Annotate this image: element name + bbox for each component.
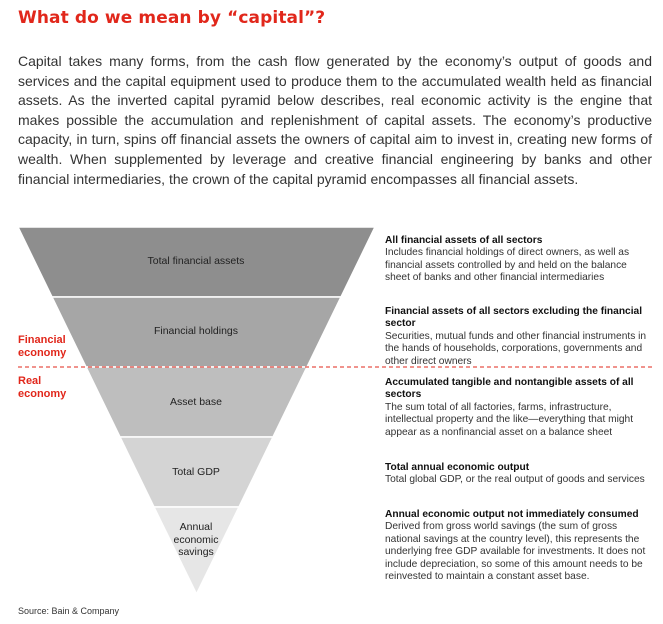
source-note: Source: Bain & Company <box>18 606 120 616</box>
layer-label-total-financial-assets: Total financial assets <box>147 255 245 267</box>
layer-description-1: All financial assets of all sectors Incl… <box>385 235 653 285</box>
financial-economy-text: Financial economy <box>18 334 67 359</box>
layer-text-1: Includes financial holdings of direct ow… <box>385 247 630 284</box>
financial-economy-label: Financial economy <box>18 334 66 360</box>
real-economy-label: Real economy <box>18 375 66 401</box>
layer-label-financial-holdings: Financial holdings <box>153 325 239 337</box>
layer-description-3: Accumulated tangible and nontangible ass… <box>385 377 653 439</box>
page-title: What do we mean by “capital”? <box>18 8 326 28</box>
layer-heading-2: Financial assets of all sectors excludin… <box>385 306 643 330</box>
layer-description-5: Annual economic output not immediately c… <box>385 509 653 583</box>
pyramid-layer-5 <box>152 506 241 596</box>
layer-text-5: Derived from gross world savings (the su… <box>385 521 646 583</box>
layer-label-total-gdp: Total GDP <box>172 466 220 478</box>
layer-label-annual-savings: Annual economic savings <box>173 521 219 558</box>
layer-text-3: The sum total of all factories, farms, i… <box>385 401 634 438</box>
intro-paragraph: Capital takes many forms, from the cash … <box>18 53 652 187</box>
layer-text-2: Securities, mutual funds and other finan… <box>385 330 647 367</box>
layer-heading-4: Total annual economic output <box>385 462 530 473</box>
layer-description-2: Financial assets of all sectors excludin… <box>385 306 653 368</box>
layer-description-4: Total annual economic output Total globa… <box>385 462 653 487</box>
layer-heading-1: All financial assets of all sectors <box>385 235 543 246</box>
layer-text-4: Total global GDP, or the real output of … <box>385 474 645 486</box>
layer-heading-3: Accumulated tangible and nontangible ass… <box>385 377 634 401</box>
layer-label-asset-base: Asset base <box>170 396 222 408</box>
layer-heading-5: Annual economic output not immediately c… <box>385 509 639 520</box>
real-economy-text: Real economy <box>18 375 67 400</box>
